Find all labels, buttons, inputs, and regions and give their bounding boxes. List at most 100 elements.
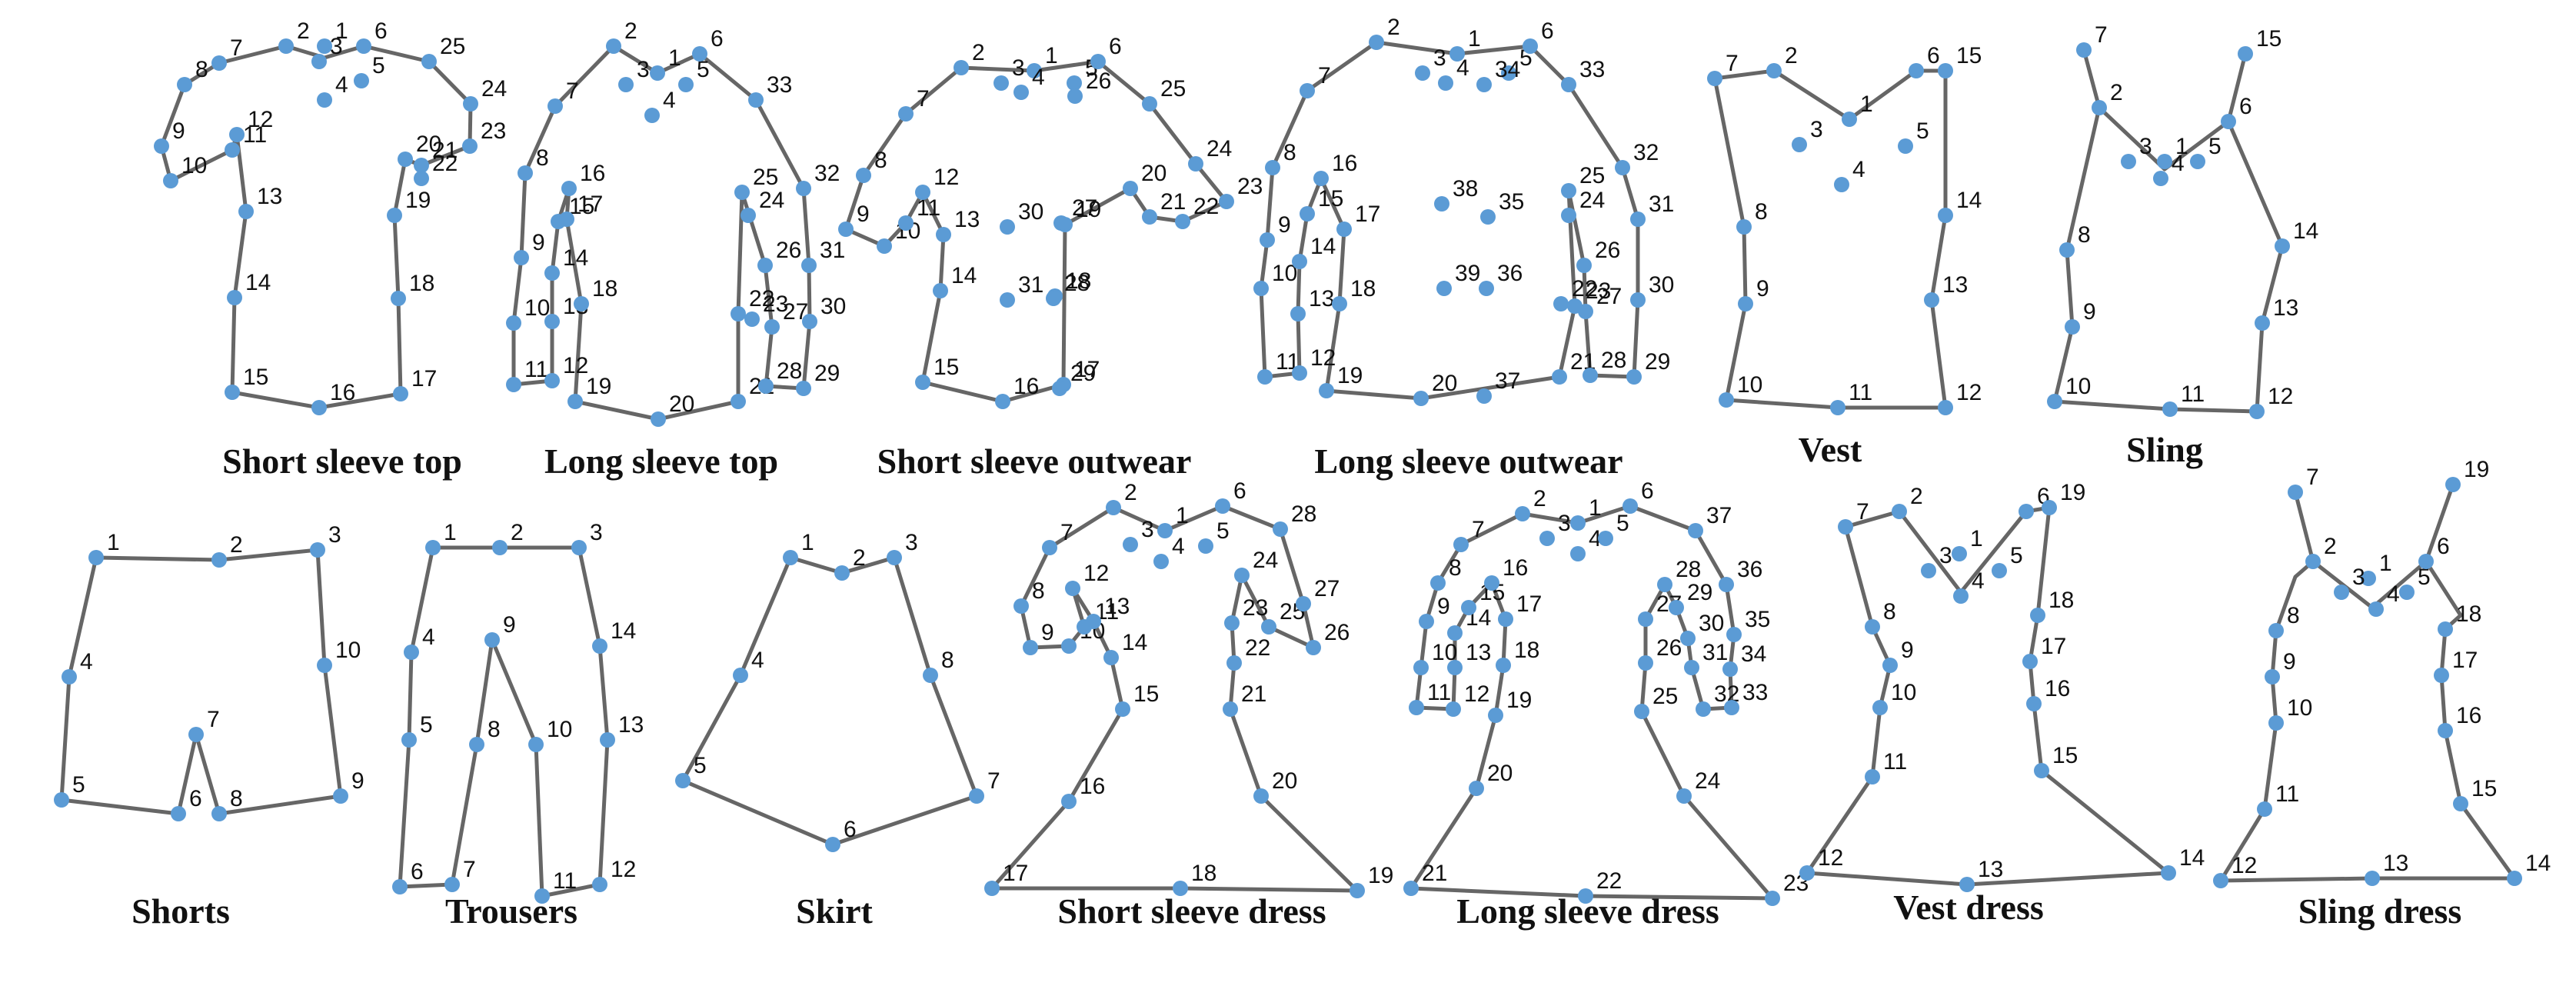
short-sleeve-outwear-keypoint-12 — [915, 185, 930, 200]
shorts-outline — [59, 548, 343, 816]
short-sleeve-top-keypoint-label-17: 17 — [411, 366, 437, 391]
sling-dress-keypoint-label-5: 5 — [2418, 565, 2431, 590]
sling-keypoint-7 — [2076, 42, 2092, 58]
shorts-keypoint-label-1: 1 — [107, 530, 120, 555]
long-sleeve-top-keypoint-label-6: 6 — [711, 26, 724, 52]
long-sleeve-outwear-keypoint-label-6: 6 — [1541, 18, 1554, 44]
short-sleeve-top-keypoint-18 — [391, 291, 406, 306]
sling-keypoint-3 — [2121, 154, 2136, 169]
vest-keypoint-4 — [1834, 177, 1849, 192]
short-sleeve-outwear-keypoint-7 — [898, 106, 914, 122]
long-sleeve-dress-keypoint-20 — [1469, 781, 1484, 796]
long-sleeve-dress-keypoint-33 — [1724, 700, 1739, 715]
short-sleeve-dress-keypoint-label-20: 20 — [1272, 768, 1297, 794]
long-sleeve-top-keypoint-label-20: 20 — [669, 391, 694, 417]
sling-dress-keypoint-label-8: 8 — [2287, 603, 2300, 628]
short-sleeve-outwear-keypoint-6 — [1090, 54, 1106, 69]
long-sleeve-outwear-keypoint-10 — [1253, 281, 1269, 296]
vest-keypoint-6 — [1909, 63, 1924, 78]
vest-keypoint-7 — [1707, 71, 1722, 86]
long-sleeve-dress-keypoint-label-34: 34 — [1741, 641, 1766, 667]
skirt-keypoint-2 — [834, 565, 850, 581]
vest-dress-keypoint-9 — [1882, 658, 1898, 673]
short-sleeve-outwear-keypoint-4 — [1013, 85, 1029, 100]
long-sleeve-top-keypoint-19 — [567, 394, 583, 409]
vest-dress-keypoint-15 — [2034, 763, 2049, 778]
trousers-keypoint-label-6: 6 — [411, 859, 424, 884]
long-sleeve-outwear-keypoint-label-22: 22 — [1572, 276, 1597, 301]
trousers-keypoint-8 — [469, 737, 484, 752]
trousers-keypoint-label-3: 3 — [590, 520, 603, 545]
long-sleeve-dress-keypoint-23 — [1765, 891, 1780, 906]
long-sleeve-outwear-keypoint-6 — [1523, 38, 1538, 54]
long-sleeve-top-keypoint-16 — [561, 181, 577, 196]
long-sleeve-top-keypoint-25 — [734, 185, 750, 200]
short-sleeve-outwear-keypoint-28 — [1046, 291, 1061, 306]
short-sleeve-top-keypoint-5 — [354, 73, 369, 88]
long-sleeve-dress-keypoint-label-29: 29 — [1687, 580, 1712, 605]
shorts-keypoint-label-8: 8 — [230, 786, 243, 811]
short-sleeve-outwear-keypoint-3 — [993, 75, 1009, 91]
vest-dress-keypoint-1 — [1952, 546, 1967, 561]
long-sleeve-top-keypoint-label-19: 19 — [586, 374, 611, 399]
short-sleeve-outwear-keypoint-label-21: 21 — [1160, 189, 1186, 215]
short-sleeve-outwear-keypoint-13 — [936, 227, 951, 242]
long-sleeve-dress-keypoint-12 — [1446, 701, 1461, 717]
vest-dress-keypoint-18 — [2030, 608, 2045, 623]
sling-dress-keypoint-3 — [2334, 585, 2349, 600]
long-sleeve-top-keypoint-28 — [758, 378, 774, 394]
long-sleeve-top-caption: Long sleeve top — [544, 441, 778, 481]
sling-keypoint-label-5: 5 — [2208, 134, 2222, 159]
short-sleeve-top-keypoint-11 — [225, 142, 240, 158]
long-sleeve-dress-keypoint-3 — [1539, 531, 1555, 546]
skirt-keypoint-5 — [675, 773, 691, 788]
long-sleeve-dress-keypoint-label-31: 31 — [1702, 640, 1728, 665]
vest-dress-keypoint-label-16: 16 — [2045, 676, 2070, 701]
sling-dress-keypoint-15 — [2453, 796, 2468, 811]
short-sleeve-outwear-keypoint-26 — [1067, 88, 1083, 104]
long-sleeve-dress-keypoint-label-11: 11 — [1427, 680, 1451, 705]
long-sleeve-outwear-keypoint-33 — [1561, 77, 1576, 92]
long-sleeve-dress-keypoint-36 — [1719, 577, 1734, 592]
long-sleeve-top-keypoint-18 — [574, 296, 589, 311]
short-sleeve-top-keypoint-label-24: 24 — [481, 76, 507, 102]
sling-keypoint-15 — [2238, 46, 2253, 62]
long-sleeve-dress-keypoint-28 — [1657, 577, 1672, 592]
short-sleeve-dress-keypoint-label-6: 6 — [1233, 478, 1246, 504]
long-sleeve-dress-keypoint-11 — [1409, 700, 1424, 715]
shorts-keypoint-label-2: 2 — [230, 532, 243, 558]
short-sleeve-dress-keypoint-label-17: 17 — [1003, 861, 1028, 886]
long-sleeve-outwear-keypoint-label-9: 9 — [1278, 212, 1291, 238]
short-sleeve-dress-keypoint-27 — [1296, 596, 1311, 611]
skirt-keypoint-4 — [733, 668, 748, 683]
short-sleeve-dress-keypoint-label-14: 14 — [1122, 630, 1147, 655]
vest-keypoint-3 — [1792, 137, 1807, 152]
short-sleeve-outwear-keypoint-8 — [856, 168, 871, 183]
vest-dress-keypoint-label-19: 19 — [2060, 480, 2085, 505]
short-sleeve-top-keypoint-3 — [311, 54, 327, 69]
vest-caption: Vest — [1799, 430, 1862, 469]
trousers-keypoint-11 — [534, 888, 550, 904]
short-sleeve-dress-keypoint-label-26: 26 — [1324, 620, 1350, 645]
short-sleeve-outwear-outline — [844, 59, 1229, 404]
long-sleeve-outwear-keypoint-label-18: 18 — [1350, 276, 1376, 301]
vest-keypoint-label-10: 10 — [1737, 372, 1762, 398]
short-sleeve-dress-keypoint-15 — [1115, 701, 1130, 717]
short-sleeve-outwear-keypoint-label-20: 20 — [1141, 161, 1167, 186]
sling-keypoint-label-8: 8 — [2078, 222, 2091, 248]
long-sleeve-dress-keypoint-30 — [1680, 631, 1696, 646]
short-sleeve-dress-keypoint-2 — [1106, 500, 1121, 515]
vest-dress-keypoint-label-11: 11 — [1883, 749, 1907, 774]
trousers-keypoint-label-2: 2 — [511, 520, 524, 545]
long-sleeve-outwear-keypoint-18 — [1332, 296, 1347, 311]
vest-keypoint-label-1: 1 — [1860, 92, 1873, 117]
short-sleeve-outwear-keypoint-10 — [877, 238, 892, 254]
long-sleeve-top-keypoint-8 — [518, 165, 533, 181]
long-sleeve-top-keypoint-label-32: 32 — [814, 161, 840, 186]
long-sleeve-top-keypoint-label-3: 3 — [637, 57, 650, 82]
vest-keypoint-label-12: 12 — [1956, 380, 1982, 405]
long-sleeve-outwear-keypoint-label-33: 33 — [1579, 57, 1605, 82]
vest-dress-keypoint-17 — [2022, 654, 2038, 669]
vest-keypoint-label-11: 11 — [1849, 380, 1872, 405]
trousers-keypoint-label-10: 10 — [547, 717, 572, 742]
